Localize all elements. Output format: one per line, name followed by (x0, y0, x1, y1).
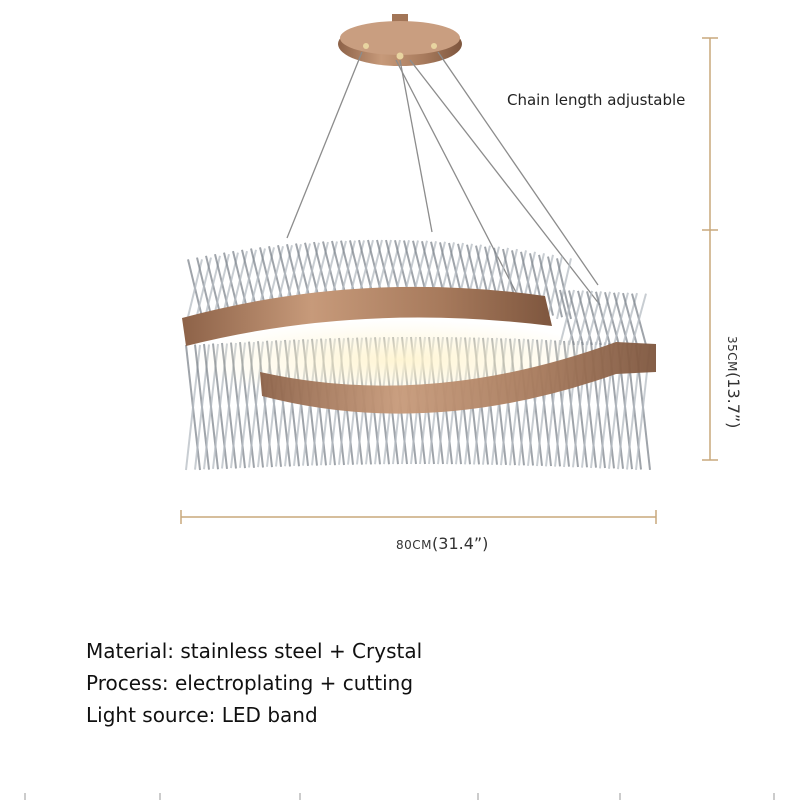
crystal-prism (631, 293, 647, 346)
height-metric: 35CM (725, 336, 739, 373)
crystal-prism (556, 258, 572, 320)
upper-metal-band (182, 286, 552, 346)
spec-material: Material: stainless steel + Crystal (86, 639, 423, 663)
spec-light-source: Light source: LED band (86, 703, 318, 727)
chain-length-label: Chain length adjustable (507, 91, 686, 109)
spec-list: Material: stainless steel + Crystal Proc… (86, 635, 422, 731)
suspension-wires (286, 51, 601, 306)
width-imperial: (31.4”) (432, 534, 489, 553)
width-metric: 80CM (396, 538, 433, 552)
height-imperial: (13.7”) (724, 372, 743, 429)
spec-process: Process: electroplating + cutting (86, 671, 414, 695)
width-dimension-label: 80CM(31.4”) (396, 534, 488, 553)
ceiling-canopy (338, 14, 462, 66)
bottom-tick-marks (24, 793, 775, 800)
height-dimension-line (702, 37, 718, 461)
height-dimension-label: 35CM(13.7”) (724, 336, 743, 428)
lower-metal-band (260, 342, 656, 414)
width-dimension-line (180, 510, 657, 524)
